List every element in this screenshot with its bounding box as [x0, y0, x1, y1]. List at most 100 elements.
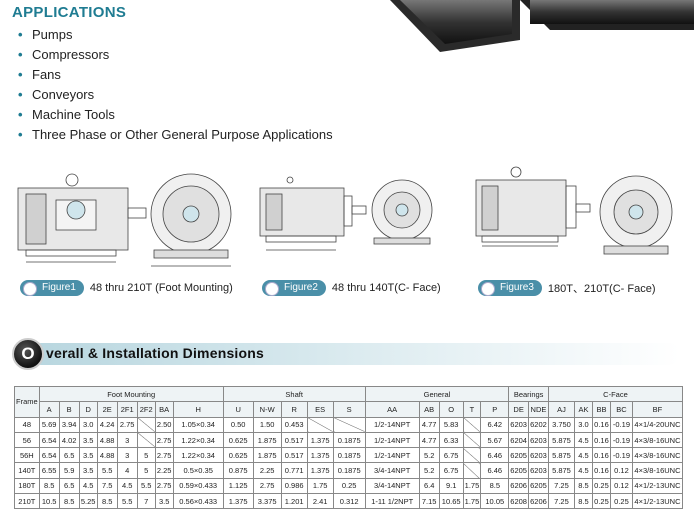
table-cell: 4: [116, 462, 138, 479]
table-cell: 5.69: [38, 416, 60, 433]
column-header: O: [438, 401, 464, 418]
table-cell: 6.54: [38, 431, 60, 449]
section-header: O verall & Installation Dimensions: [12, 338, 688, 370]
table-cell: 3: [116, 447, 138, 464]
table-cell: 4×1/2-13UNC: [631, 493, 683, 510]
applications-section: APPLICATIONS Pumps Compressors Fans Conv…: [12, 4, 333, 145]
table-cell: 5: [136, 462, 156, 479]
column-header: 2F2: [136, 401, 156, 418]
table-cell: 6.75: [438, 447, 464, 464]
table-cell: 3.0: [573, 416, 593, 433]
column-header: P: [480, 401, 510, 418]
table-cell: 4×1/2-13UNC: [631, 477, 683, 495]
table-cell: -0.19: [609, 431, 633, 449]
applications-title: APPLICATIONS: [12, 4, 127, 21]
table-cell: 1.375: [306, 447, 334, 464]
table-cell: 9.1: [438, 477, 464, 495]
table-cell: 6202: [527, 416, 549, 433]
frame-cell: 140T: [14, 462, 40, 479]
table-cell: 8.5: [38, 477, 60, 495]
table-cell: 0.875: [222, 462, 254, 479]
table-cell: 4.88: [96, 431, 118, 449]
list-item: Conveyors: [18, 85, 333, 105]
table-cell: 10.5: [38, 493, 60, 510]
table-cell: [462, 431, 482, 449]
group-header: Bearings: [508, 385, 549, 403]
group-header: Foot Mounting: [38, 385, 224, 403]
table-cell: 6206: [508, 477, 529, 495]
table-cell: 0.1875: [332, 431, 366, 449]
table-cell: 5.5: [136, 477, 156, 495]
table-cell: -0.19: [609, 447, 633, 464]
table-cell: [306, 416, 334, 433]
table-cell: 6205: [527, 477, 549, 495]
table-cell: 0.16: [591, 462, 611, 479]
group-header: C-Face: [547, 385, 683, 403]
table-cell: 4.77: [418, 416, 440, 433]
table-cell: 1/2-14NPT: [364, 447, 420, 464]
table-cell: 6.54: [38, 447, 60, 464]
column-header: D: [78, 401, 98, 418]
table-cell: 0.1875: [332, 462, 366, 479]
section-header-bar: [30, 343, 680, 365]
table-cell: 1-11 1/2NPT: [364, 493, 420, 510]
column-header: A: [38, 401, 60, 418]
table-cell: 5.67: [480, 431, 510, 449]
table-cell: 4.77: [418, 431, 440, 449]
column-header: BC: [609, 401, 633, 418]
frame-cell: 180T: [14, 477, 40, 495]
column-header: NDE: [527, 401, 549, 418]
table-cell: 0.771: [280, 462, 308, 479]
figure-3-drawing: [464, 150, 690, 300]
column-header: BA: [154, 401, 174, 418]
table-cell: 6203: [508, 416, 529, 433]
figure-caption-text: 48 thru 140T(C- Face): [331, 282, 441, 294]
table-cell: 4×3/8-16UNC: [631, 462, 683, 479]
table-cell: 7: [136, 493, 156, 510]
column-header: BF: [631, 401, 683, 418]
table-cell: 0.986: [280, 477, 308, 495]
table-cell: 7.15: [418, 493, 440, 510]
table-cell: 2.25: [252, 462, 282, 479]
table-cell: 8.5: [573, 477, 593, 495]
table-cell: 0.25: [609, 493, 633, 510]
table-cell: 5.9: [58, 462, 80, 479]
table-cell: 2.41: [306, 493, 334, 510]
dimensions-table: Frame Foot Mounting Shaft General Bearin…: [14, 385, 683, 510]
list-item: Machine Tools: [18, 105, 333, 125]
list-item: Compressors: [18, 45, 333, 65]
table-cell: 8.5: [58, 493, 80, 510]
section-title: verall & Installation Dimensions: [46, 345, 265, 361]
table-cell: 4.02: [58, 431, 80, 449]
table-cell: 2.50: [154, 416, 174, 433]
table-cell: 0.5×0.35: [172, 462, 224, 479]
table-cell: 1.375: [306, 462, 334, 479]
table-cell: 1.50: [252, 416, 282, 433]
table-cell: 6.46: [480, 447, 510, 464]
table-cell: 8.5: [573, 493, 593, 510]
table-cell: [462, 447, 482, 464]
column-header: H: [172, 401, 224, 418]
table-cell: 2.75: [116, 416, 138, 433]
table-cell: 4.5: [573, 431, 593, 449]
table-cell: 1.05×0.34: [172, 416, 224, 433]
table-cell: 6203: [527, 447, 549, 464]
list-item: Pumps: [18, 25, 333, 45]
table-cell: 0.50: [222, 416, 254, 433]
table-cell: 10.65: [438, 493, 464, 510]
table-cell: 6.42: [480, 416, 510, 433]
figure-2-caption: Figure2 48 thru 140T(C- Face): [262, 280, 441, 296]
table-cell: 0.25: [332, 477, 366, 495]
table-cell: 0.12: [609, 462, 633, 479]
table-cell: 7.25: [547, 477, 575, 495]
table-cell: 3/4-14NPT: [364, 462, 420, 479]
table-cell: 6203: [527, 462, 549, 479]
column-header: T: [462, 401, 482, 418]
table-cell: 1.22×0.34: [172, 447, 224, 464]
column-header: AK: [573, 401, 593, 418]
